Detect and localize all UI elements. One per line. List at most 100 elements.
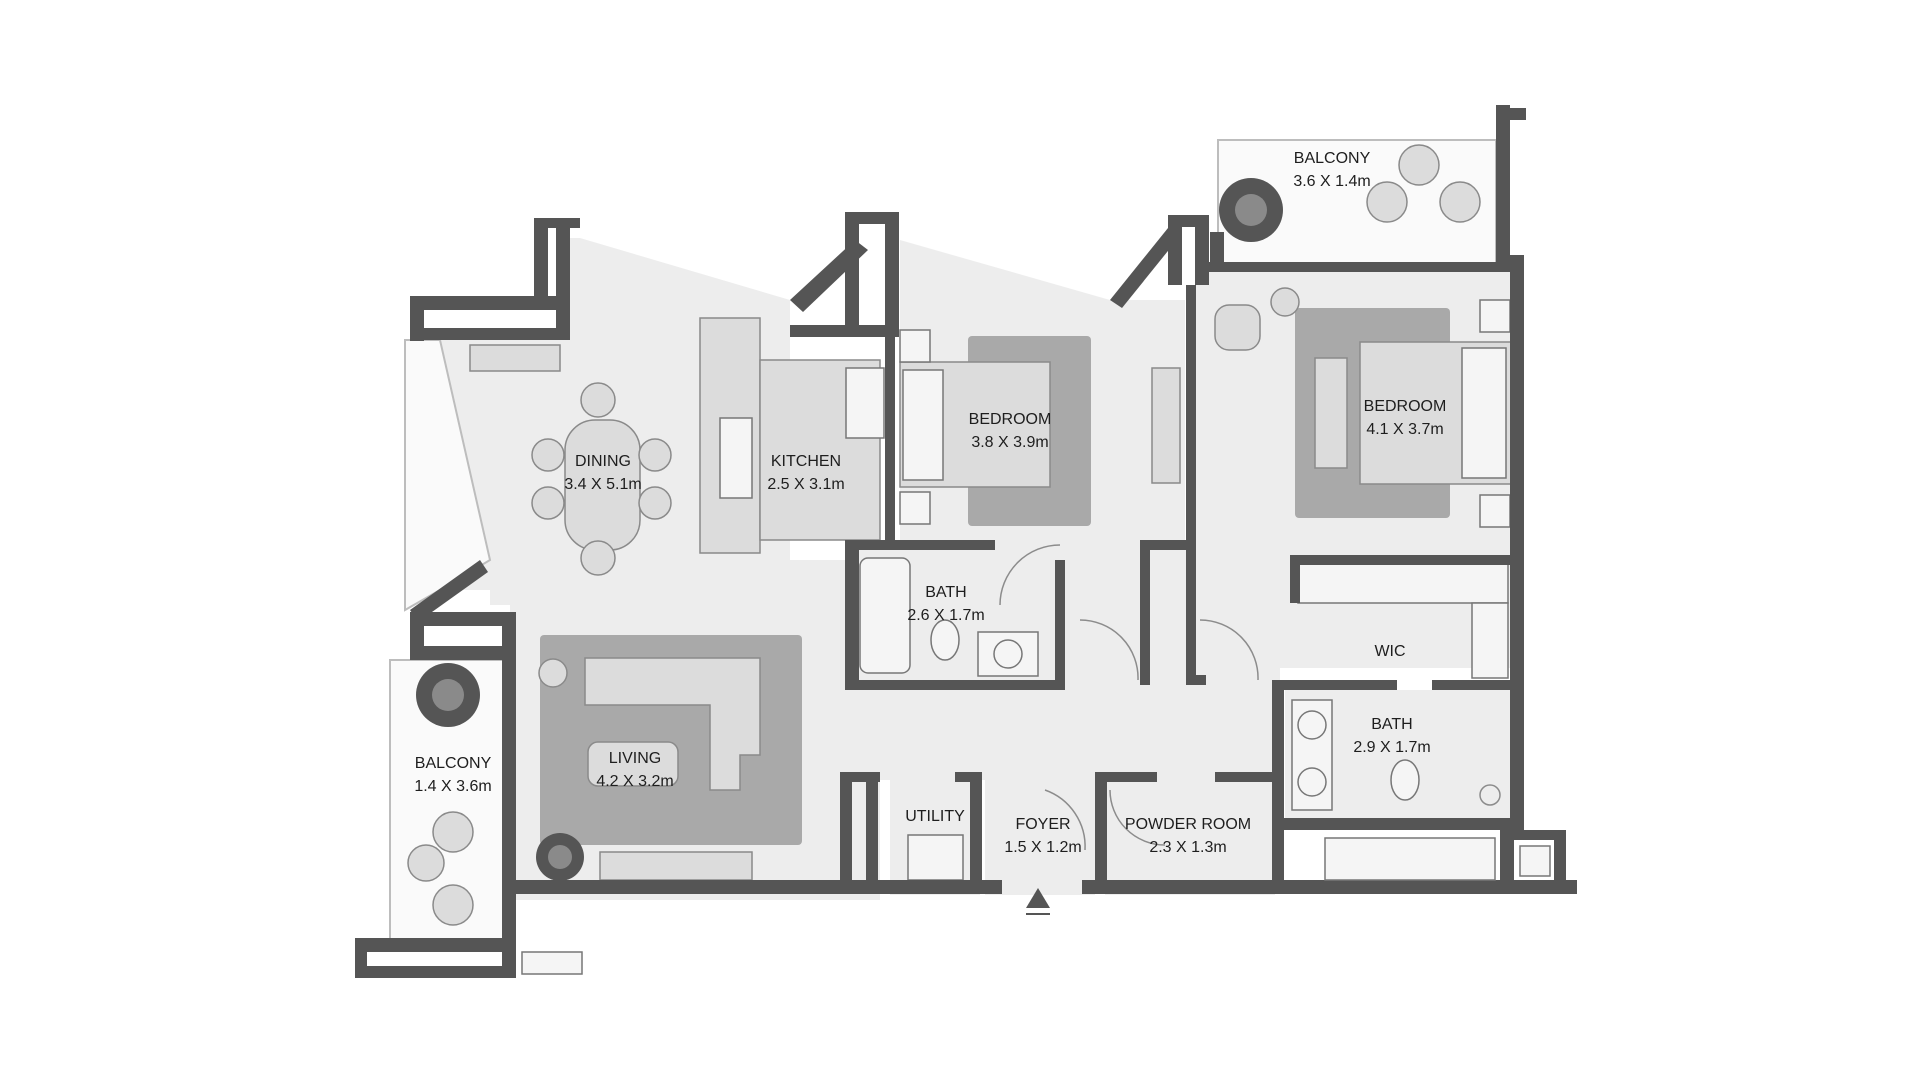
wall	[840, 772, 852, 892]
wall	[1284, 818, 1514, 830]
wall	[556, 218, 570, 340]
doors	[999, 544, 1259, 851]
wall	[1186, 675, 1206, 685]
wall	[1095, 772, 1157, 782]
side-table	[538, 658, 568, 688]
room-size: 2.3 X 1.3m	[1149, 839, 1226, 856]
nightstand	[899, 491, 931, 525]
tv-unit	[599, 851, 753, 881]
room-size: 2.5 X 3.1m	[767, 476, 844, 493]
wall	[970, 772, 982, 882]
wall	[885, 300, 895, 540]
wall	[1055, 560, 1065, 690]
wall	[1510, 255, 1524, 840]
dining-chair	[580, 540, 616, 576]
room-labels: BALCONY 3.6 X 1.4m DINING 3.4 X 5.1m KIT…	[414, 150, 1446, 856]
entrance-arrow-icon	[1026, 888, 1050, 908]
door-swing	[1079, 619, 1139, 681]
dining-chair	[531, 486, 565, 520]
room-size: 2.9 X 1.7m	[1353, 739, 1430, 756]
nightstand	[1479, 299, 1511, 333]
balcony-chair	[432, 811, 474, 853]
wall	[1140, 540, 1190, 550]
wall	[1186, 285, 1196, 685]
wall	[845, 212, 899, 224]
wall	[1554, 830, 1566, 890]
nightstand	[899, 329, 931, 363]
room-size: 4.2 X 3.2m	[596, 773, 673, 790]
room-size: 3.8 X 3.9m	[971, 434, 1048, 451]
wall	[1196, 262, 1516, 272]
wall	[1210, 232, 1224, 272]
wall	[1272, 680, 1397, 690]
door-swing	[1109, 789, 1166, 846]
wall	[410, 296, 570, 310]
room-size: 3.6 X 1.4m	[1293, 173, 1370, 190]
room-name: FOYER	[1015, 816, 1070, 833]
wall	[845, 540, 995, 550]
toilet	[930, 619, 960, 661]
wall	[1514, 830, 1564, 840]
balcony-chair	[1366, 181, 1408, 223]
wall	[502, 880, 1002, 894]
wall	[1082, 880, 1577, 894]
foyer-floor	[985, 780, 1095, 895]
room-size: 1.5 X 1.2m	[1004, 839, 1081, 856]
room-name: BALCONY	[415, 755, 492, 772]
wall	[1168, 215, 1209, 227]
balcony-chair	[1439, 181, 1481, 223]
sofa	[584, 657, 761, 791]
wall	[1496, 105, 1510, 265]
wall	[502, 612, 516, 882]
balcony-table	[407, 844, 445, 882]
washer	[907, 834, 964, 881]
room-size: 1.4 X 3.6m	[414, 778, 491, 795]
wall	[1140, 550, 1150, 685]
column	[521, 951, 583, 975]
wall	[355, 966, 515, 978]
wall	[410, 612, 515, 626]
wall	[1432, 680, 1512, 690]
room-name: DINING	[575, 453, 631, 470]
wall	[534, 218, 580, 228]
entrance-mark	[1026, 913, 1050, 915]
wall	[1496, 108, 1526, 120]
shaft	[1519, 845, 1551, 877]
room-name: BEDROOM	[1364, 398, 1447, 415]
room-name: WIC	[1374, 643, 1405, 660]
entrance	[1026, 888, 1050, 915]
wall	[845, 680, 1060, 690]
basin	[1297, 767, 1327, 797]
shower	[1479, 784, 1501, 806]
wall	[790, 325, 899, 337]
wall	[502, 870, 516, 978]
wall	[1290, 555, 1300, 603]
plant-icon	[548, 845, 572, 869]
bathtub	[859, 557, 911, 674]
wall	[410, 646, 515, 660]
wall	[840, 772, 880, 782]
plant-icon	[1235, 194, 1267, 226]
room-name: POWDER ROOM	[1125, 816, 1251, 833]
sideboard	[469, 344, 561, 372]
door-swing	[999, 544, 1061, 606]
wall	[1110, 228, 1180, 308]
bed-2-pillows	[1461, 347, 1507, 479]
room-size: 2.6 X 1.7m	[907, 607, 984, 624]
plant-icon	[432, 679, 464, 711]
nightstand	[1479, 494, 1511, 528]
powder-room-floor	[1105, 780, 1275, 895]
tv-console-1	[1151, 367, 1181, 484]
wall	[866, 772, 878, 882]
wardrobe	[1297, 562, 1509, 604]
balcony-table	[1398, 144, 1440, 186]
room-name: UTILITY	[905, 808, 965, 825]
wall	[845, 212, 859, 337]
wall	[1500, 830, 1514, 890]
room-size: 3.4 X 5.1m	[564, 476, 641, 493]
dining-chair	[638, 486, 672, 520]
room-name: BATH	[1371, 716, 1412, 733]
door-swing	[1044, 789, 1086, 851]
wall	[1095, 772, 1107, 882]
door-swing	[1199, 619, 1259, 681]
